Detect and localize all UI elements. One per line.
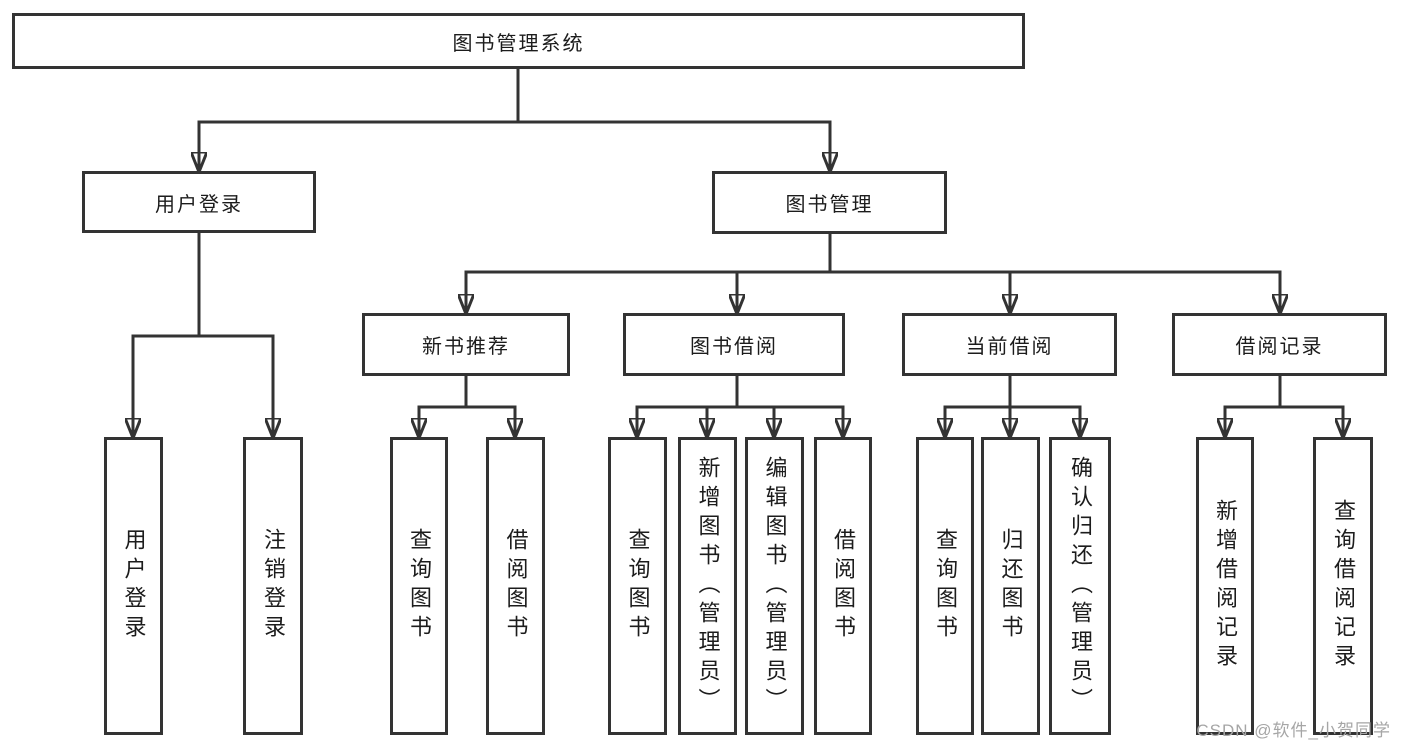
leaf-label: 查询图书 (625, 528, 651, 644)
connector-user-login-fork (133, 334, 273, 437)
node-label: 借阅记录 (1235, 336, 1324, 358)
node-book-borrow: 图书借阅 (623, 313, 845, 376)
leaf-label: 编辑图书（管理员） (762, 455, 788, 717)
leaf-label: 查询借阅记录 (1331, 499, 1356, 673)
leaf-label: 注销登录 (261, 528, 286, 644)
connector-current-borrow-fork (945, 405, 1080, 437)
leaf-records-query-record: 查询借阅记录 (1313, 437, 1373, 735)
node-user-login: 用户登录 (82, 171, 316, 233)
watermark: CSDN @软件_小贺同学 (1196, 721, 1391, 740)
node-label: 当前借阅 (965, 336, 1054, 358)
node-label: 用户登录 (155, 193, 243, 216)
connector-book-mgmt-fork (466, 270, 1280, 313)
connector-root-fork (199, 120, 830, 171)
connector-new-book-fork (419, 405, 515, 437)
leaf-current-return-books: 归还图书 (981, 437, 1040, 735)
leaf-current-confirm-return-admin: 确认归还（管理员） (1049, 437, 1111, 735)
node-label: 图书管理系统 (452, 32, 585, 55)
connector-book-borrow-fork (637, 405, 843, 437)
leaf-label: 查询图书 (933, 528, 958, 644)
leaf-label: 新增图书（管理员） (695, 455, 721, 717)
leaf-borrow-borrow-books: 借阅图书 (814, 437, 872, 735)
node-book-management: 图书管理 (712, 171, 947, 234)
node-label: 图书借阅 (690, 336, 778, 358)
leaf-label: 用户登录 (121, 528, 147, 644)
leaf-label: 归还图书 (998, 528, 1024, 644)
leaf-newbook-borrow-books: 借阅图书 (486, 437, 545, 735)
leaf-logout: 注销登录 (243, 437, 303, 735)
leaf-borrow-edit-books-admin: 编辑图书（管理员） (745, 437, 804, 735)
leaf-borrow-query-books: 查询图书 (608, 437, 667, 735)
leaf-borrow-add-books-admin: 新增图书（管理员） (678, 437, 737, 735)
node-label: 新书推荐 (422, 336, 510, 358)
leaf-label: 确认归还（管理员） (1068, 455, 1093, 717)
node-label: 图书管理 (785, 194, 874, 216)
node-borrow-records: 借阅记录 (1172, 313, 1387, 376)
leaf-records-add-record: 新增借阅记录 (1196, 437, 1254, 735)
node-new-book-recommend: 新书推荐 (362, 313, 570, 376)
node-library-management-system: 图书管理系统 (12, 13, 1025, 69)
node-current-borrow: 当前借阅 (902, 313, 1117, 376)
leaf-current-query-books: 查询图书 (916, 437, 974, 735)
leaf-newbook-query-books: 查询图书 (390, 437, 448, 735)
connector-borrow-records-fork (1225, 405, 1343, 437)
leaf-label: 借阅图书 (503, 528, 529, 644)
leaf-label: 新增借阅记录 (1213, 499, 1238, 673)
leaf-user-login: 用户登录 (104, 437, 163, 735)
leaf-label: 查询图书 (407, 528, 432, 644)
leaf-label: 借阅图书 (831, 528, 856, 644)
